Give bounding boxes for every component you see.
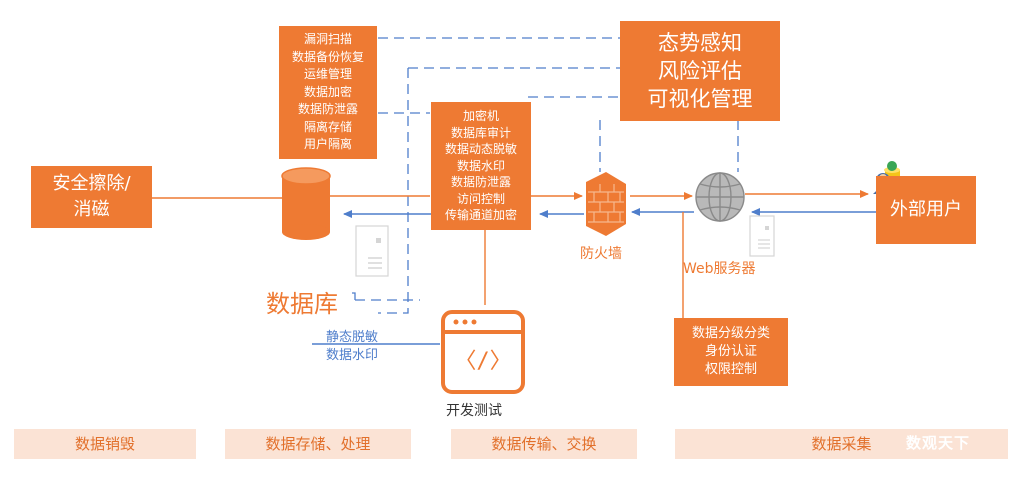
situation-line: 态势感知: [658, 31, 742, 55]
code-window-icon: [441, 310, 525, 394]
transfer-item: 传输通道加密: [444, 208, 517, 223]
firewall-icon: [586, 172, 626, 236]
vertical-connectors: [484, 212, 684, 318]
web-globe-icon: [695, 172, 745, 222]
collection-controls-box: 数据分级分类 身份认证 权限控制: [674, 318, 788, 386]
webserver-label: Web服务器: [683, 261, 756, 277]
situation-line: 风险评估: [658, 59, 742, 83]
static-mask-line: 数据水印: [326, 348, 379, 363]
erase-line-2: 消磁: [73, 199, 110, 220]
storage-item: 隔离存储: [303, 119, 352, 134]
server-icon-web: [749, 215, 775, 257]
storage-item: 运维管理: [303, 67, 352, 82]
storage-item: 数据防泄露: [297, 102, 358, 117]
phase-collect: 数据采集: [675, 429, 1008, 459]
firewall-label: 防火墙: [580, 246, 622, 262]
transfer-item: 数据库审计: [450, 125, 511, 140]
collection-item: 身份认证: [704, 344, 757, 359]
devtest-label: 开发测试: [446, 403, 502, 419]
watermark-text: 数观天下: [906, 434, 971, 452]
orange-flow-lines: [152, 190, 869, 200]
collection-item: 权限控制: [704, 362, 757, 377]
static-mask-line: 静态脱敏: [326, 330, 379, 345]
storage-item: 用户隔离: [303, 137, 352, 152]
external-user-label: 外部用户: [890, 199, 962, 220]
transfer-item: 加密机: [462, 109, 499, 124]
transfer-item: 数据水印: [456, 158, 505, 173]
phase-destroy: 数据销毁: [14, 429, 196, 459]
database-label: 数据库: [266, 290, 338, 318]
storage-item: 数据加密: [303, 84, 352, 99]
dashed-monitor-lines: [350, 37, 739, 314]
external-user-box: 外部用户: [876, 176, 976, 244]
transfer-item: 访问控制: [456, 191, 505, 206]
server-icon-database: [355, 225, 389, 277]
transfer-item: 数据动态脱敏: [444, 142, 517, 157]
storage-item: 数据备份恢复: [291, 49, 364, 64]
static-mask-label: 静态脱敏 数据水印: [326, 329, 378, 365]
database-cylinder-icon: [281, 167, 331, 240]
phase-storage: 数据存储、处理: [225, 429, 411, 459]
situation-line: 可视化管理: [647, 87, 753, 111]
collection-item: 数据分级分类: [691, 326, 770, 341]
situation-awareness-box: 态势感知 风险评估 可视化管理: [620, 21, 780, 121]
phase-transfer: 数据传输、交换: [451, 429, 637, 459]
storage-controls-box: 漏洞扫描 数据备份恢复 运维管理 数据加密 数据防泄露 隔离存储 用户隔离: [279, 26, 377, 159]
erase-line-1: 安全擦除/: [52, 173, 131, 194]
transfer-controls-box: 加密机 数据库审计 数据动态脱敏 数据水印 数据防泄露 访问控制 传输通道加密: [431, 102, 531, 230]
storage-item: 漏洞扫描: [303, 32, 352, 47]
erase-box: 安全擦除/ 消磁: [31, 166, 152, 228]
transfer-item: 数据防泄露: [450, 175, 511, 190]
code-glyph: 〈/〉: [454, 349, 512, 374]
